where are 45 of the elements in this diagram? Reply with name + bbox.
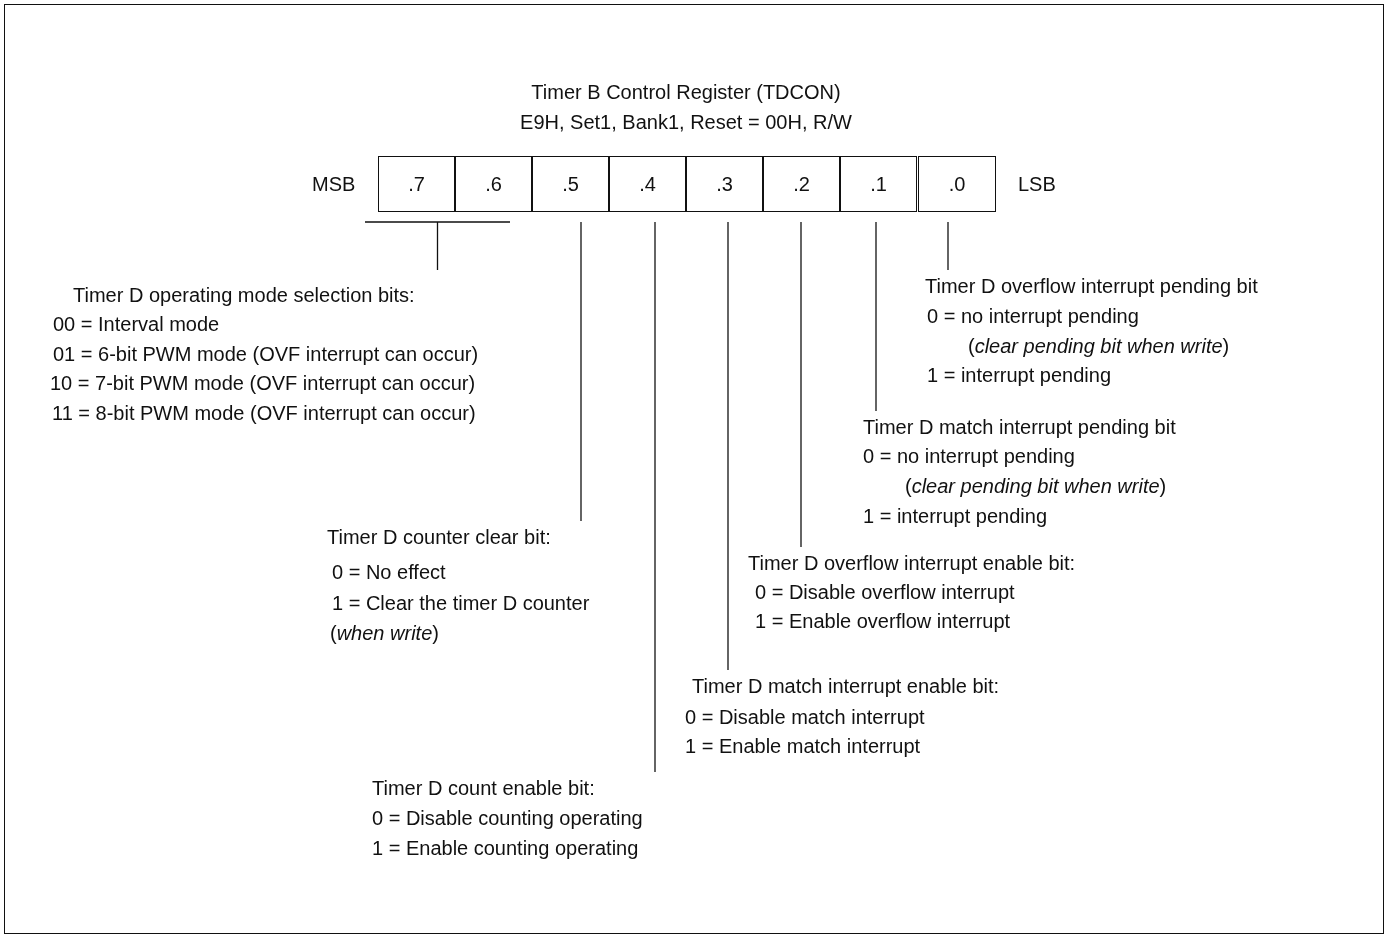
- description-line: (clear pending bit when write): [905, 474, 1167, 498]
- description-line: 01 = 6-bit PWM mode (OVF interrupt can occur): [53, 342, 479, 366]
- bit-cell: .2: [763, 156, 840, 212]
- description-heading: Timer D count enable bit:: [372, 776, 595, 800]
- msb-label: MSB: [312, 172, 356, 196]
- description-line: 1 = Clear the timer D counter: [332, 591, 590, 615]
- description-line: 0 = No effect: [332, 560, 446, 584]
- leader-line: [800, 221, 802, 548]
- leader-line: [580, 221, 582, 522]
- register-address-info: E9H, Set1, Bank1, Reset = 00H, R/W: [519, 110, 853, 134]
- description-line: 1 = interrupt pending: [927, 363, 1112, 387]
- description-heading: Timer D match interrupt pending bit: [863, 415, 1176, 439]
- bit-cell: .7: [378, 156, 455, 212]
- description-line: 10 = 7-bit PWM mode (OVF interrupt can occur): [50, 371, 476, 395]
- bit-cell: .6: [455, 156, 532, 212]
- description-line: (when write): [330, 621, 439, 645]
- leader-line: [727, 221, 729, 671]
- description-line: 00 = Interval mode: [53, 312, 220, 336]
- description-heading: Timer D overflow interrupt enable bit:: [748, 551, 1076, 575]
- description-line: 0 = Disable counting operating: [372, 806, 643, 830]
- description-line: 0 = Disable overflow interrupt: [755, 580, 1015, 604]
- description-heading: Timer D operating mode selection bits:: [73, 283, 415, 307]
- description-line: (clear pending bit when write): [968, 334, 1230, 358]
- bracket-leader-line: [364, 221, 511, 271]
- bit-cell: .5: [532, 156, 609, 212]
- description-line: 0 = Disable match interrupt: [685, 705, 925, 729]
- description-heading: Timer D match interrupt enable bit:: [692, 674, 1000, 698]
- description-line: 1 = Enable match interrupt: [685, 734, 921, 758]
- leader-line: [875, 221, 877, 412]
- description-line: 1 = interrupt pending: [863, 504, 1048, 528]
- description-line: 11 = 8-bit PWM mode (OVF interrupt can occur): [52, 401, 476, 425]
- bit-cell: .4: [609, 156, 686, 212]
- description-heading: Timer D overflow interrupt pending bit: [925, 274, 1258, 298]
- description-line: 1 = Enable counting operating: [372, 836, 639, 860]
- bit-cell: .3: [686, 156, 763, 212]
- description-heading: Timer D counter clear bit:: [327, 525, 551, 549]
- description-line: 0 = no interrupt pending: [927, 304, 1139, 328]
- register-title: Timer B Control Register (TDCON): [530, 80, 842, 104]
- description-line: 1 = Enable overflow interrupt: [755, 609, 1011, 633]
- lsb-label: LSB: [1018, 172, 1056, 196]
- leader-line: [947, 221, 949, 271]
- leader-line: [654, 221, 656, 773]
- bit-cell: .1: [840, 156, 917, 212]
- bit-cell: .0: [918, 156, 996, 212]
- description-line: 0 = no interrupt pending: [863, 444, 1075, 468]
